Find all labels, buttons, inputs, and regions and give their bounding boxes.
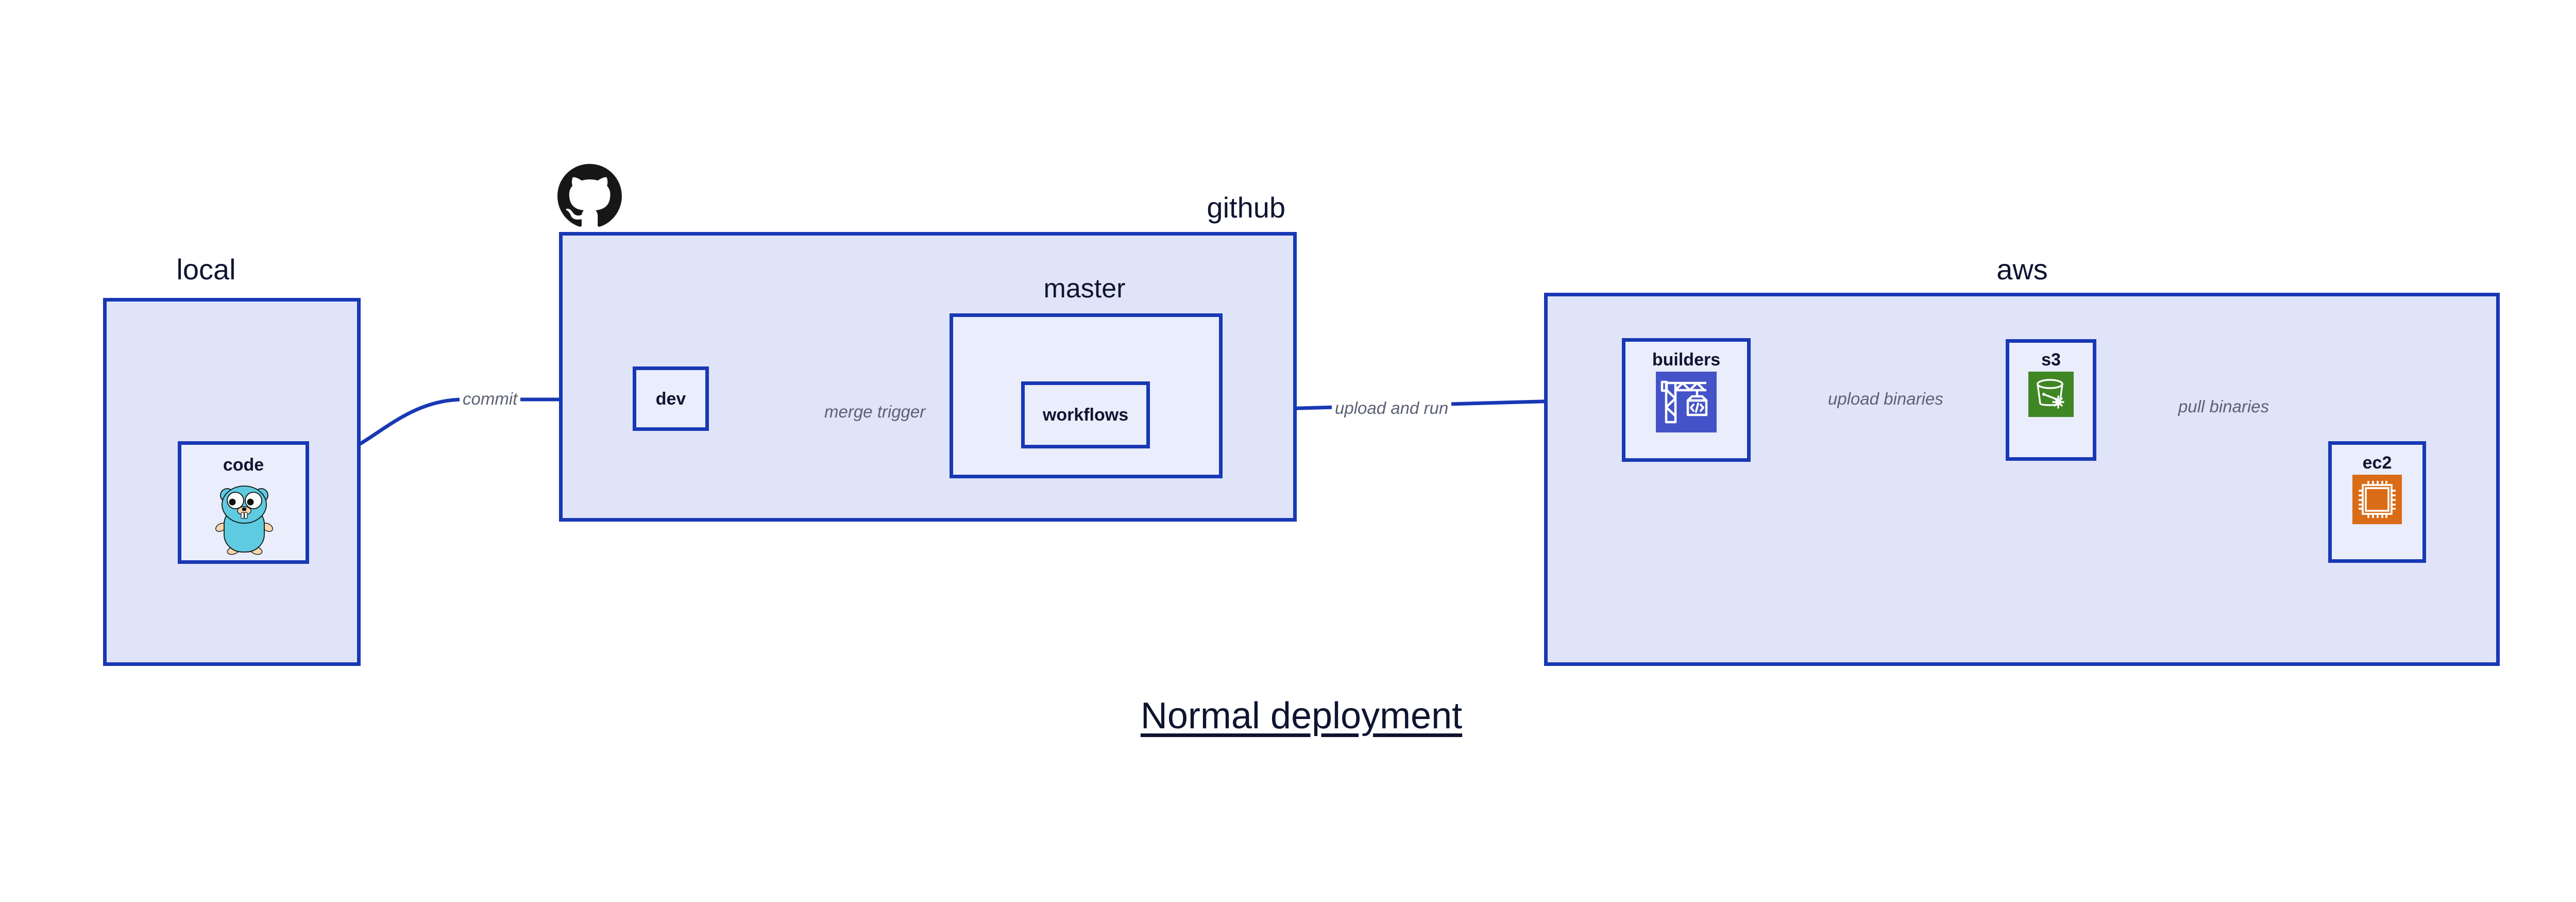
github-octocat-icon bbox=[557, 164, 622, 228]
subgroup-label-master: master bbox=[1043, 274, 1126, 304]
node-label-ec2: ec2 bbox=[2362, 453, 2392, 473]
group-label-aws: aws bbox=[1996, 253, 2048, 286]
aws-codebuild-icon bbox=[1656, 372, 1717, 432]
node-label-code: code bbox=[223, 455, 264, 475]
group-label-local: local bbox=[176, 253, 236, 286]
group-label-github: github bbox=[1207, 191, 1285, 224]
node-dev[interactable]: dev bbox=[633, 366, 709, 431]
node-s3[interactable]: s3 bbox=[2006, 339, 2096, 461]
diagram-title: Normal deployment bbox=[1140, 695, 1463, 737]
edge-label-upload-binaries: upload binaries bbox=[1825, 390, 1946, 408]
node-code[interactable]: code bbox=[178, 441, 309, 564]
go-gopher-icon bbox=[213, 480, 275, 557]
node-workflows[interactable]: workflows bbox=[1021, 381, 1150, 448]
edge-label-commit: commit bbox=[460, 390, 521, 408]
edge-label-merge-trigger: merge trigger bbox=[821, 403, 929, 421]
node-label-workflows: workflows bbox=[1042, 405, 1129, 425]
node-ec2[interactable]: ec2 bbox=[2328, 441, 2426, 563]
node-label-builders: builders bbox=[1652, 350, 1721, 370]
node-label-dev: dev bbox=[655, 389, 686, 409]
aws-ec2-icon bbox=[2352, 475, 2402, 524]
aws-s3-glacier-icon bbox=[2028, 372, 2074, 417]
node-builders[interactable]: builders bbox=[1622, 338, 1751, 462]
edge-label-pull-binaries: pull binaries bbox=[2175, 397, 2273, 416]
node-label-s3: s3 bbox=[2041, 350, 2061, 370]
edge-label-upload-and-run: upload and run bbox=[1332, 399, 1452, 417]
